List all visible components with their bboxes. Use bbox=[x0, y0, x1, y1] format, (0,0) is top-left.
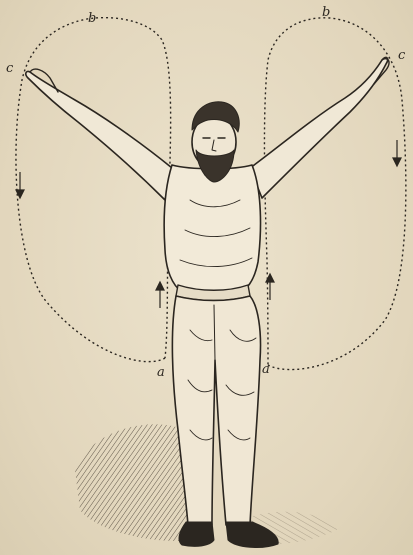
right-arm bbox=[250, 57, 388, 198]
label-c-left: c bbox=[6, 62, 13, 75]
trousers bbox=[172, 296, 260, 525]
label-b-left: b bbox=[88, 12, 96, 25]
label-a-left: a bbox=[157, 366, 165, 379]
left-arm bbox=[26, 71, 172, 200]
label-c-right: c bbox=[398, 49, 405, 62]
label-a-right: a bbox=[262, 363, 270, 376]
left-shoe bbox=[179, 522, 214, 546]
label-b-right: b bbox=[322, 6, 330, 19]
